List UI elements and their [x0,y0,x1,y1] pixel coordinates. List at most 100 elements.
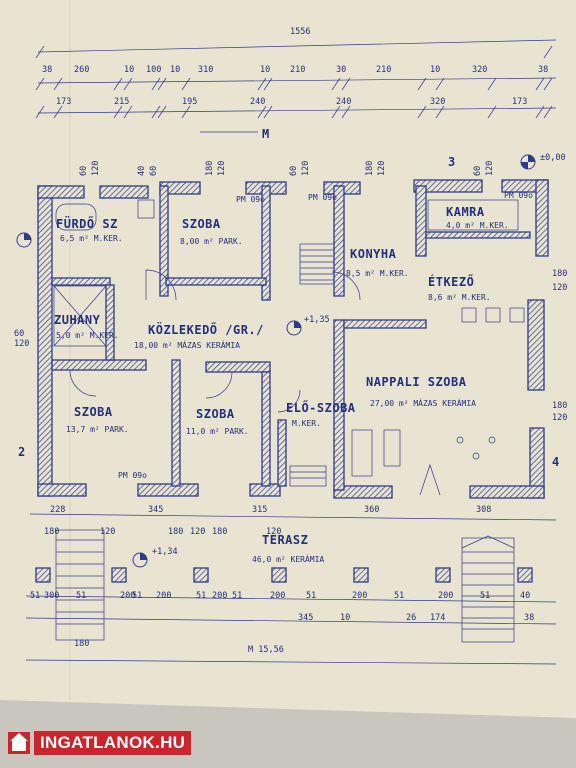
dim-bottom-main-0: 228 [50,505,65,515]
room-kamra: KAMRA 4,0 m² M.KER. [446,205,509,230]
dim-row1-9: 210 [376,65,391,75]
room-terasz: TERASZ 46,0 m² KERÁMIA [252,533,324,564]
terrace-post [111,567,127,583]
dim-height-top-4: 180 [205,161,215,176]
dim-terrace-8: 51 [232,591,242,601]
dim-terrace-3: 200 [120,591,135,601]
dim-height-top-2: 40 [137,166,147,176]
section-mark-m: M [262,127,270,141]
svg-text:8,6 m² M.KER.: 8,6 m² M.KER. [428,293,491,302]
level-main: ±0,00 [540,153,566,163]
dim-bottom-main-4: 308 [476,505,491,515]
room-kozlekedo: KÖZLEKEDŐ /GR./ 18,00 m² MÁZAS KERÁMIA [134,322,263,350]
room-szoba-middle: SZOBA 11,0 m² PARK. [186,407,249,436]
fixtures [53,199,525,487]
room-etkezo: ÉTKEZŐ 8,6 m² M.KER. [428,274,491,302]
dim-small-11: 180 [74,639,89,649]
terrace-post [271,567,287,583]
room-zuhany: ZUHANY 5,0 m² M.KER. [54,313,119,340]
room-eloszoba: ELŐ-SZOBA M.KER. [286,400,355,428]
pm-label-4: PM 09o [118,471,147,480]
dim-small-6: 345 [298,613,313,623]
dim-small-4: 180 [212,527,227,537]
svg-text:M.KER.: M.KER. [292,419,321,428]
dim-row1-5: 310 [198,65,213,75]
svg-text:KONYHA: KONYHA [350,247,397,261]
dim-small-1: 120 [100,527,115,537]
svg-text:SZOBA: SZOBA [74,405,113,419]
terrace-post [353,567,369,583]
dim-row1-7: 210 [290,65,305,75]
dim-small-9: 174 [430,613,445,623]
dim-height-top-9: 120 [377,161,387,176]
house-icon [8,732,30,754]
ingatlanok-watermark: INGATLANOK.HU [8,730,192,756]
dim-bottom-main-2: 315 [252,505,267,515]
dim-terrace-7: 200 [212,591,227,601]
svg-text:4,0 m² M.KER.: 4,0 m² M.KER. [446,221,509,230]
svg-text:13,7 m² PARK.: 13,7 m² PARK. [66,425,129,434]
dim-bottom-total: M 15,56 [248,645,284,655]
dim-height-top-1: 120 [91,161,101,176]
svg-text:8,00 m² PARK.: 8,00 m² PARK. [180,237,243,246]
level-marker-corridor [286,320,302,336]
dim-terrace-0: 51 [30,591,40,601]
dim-row1-11: 320 [472,65,487,75]
dim-right-2: 120 [552,283,567,293]
dim-terrace-2: 51 [76,591,86,601]
dim-small-10: 38 [524,613,534,623]
dim-terrace-15: 40 [520,591,530,601]
svg-text:ÉTKEZŐ: ÉTKEZŐ [428,274,474,289]
dim-height-top-10: 60 [473,166,483,176]
pm-label-1: PM 09o [236,195,265,204]
dim-height-top-11: 120 [485,161,495,176]
dim-terrace-5: 200 [156,591,171,601]
dim-row2-1: 215 [114,97,129,107]
dim-terrace-12: 51 [394,591,404,601]
dim-bottom-main-3: 360 [364,505,379,515]
level-marker-main [520,154,536,170]
terrace-post [435,567,451,583]
svg-text:27,00 m² MÁZAS KERÁMIA: 27,00 m² MÁZAS KERÁMIA [370,397,476,408]
section-mark-3: 3 [448,155,456,169]
stairs [299,243,335,285]
svg-text:NAPPALI SZOBA: NAPPALI SZOBA [366,375,467,389]
svg-text:6,5 m² M.KER.: 6,5 m² M.KER. [60,234,123,243]
dim-small-3: 120 [190,527,205,537]
dim-small-8: 26 [406,613,416,623]
dim-terrace-4: 51 [132,591,142,601]
section-mark-2: 2 [18,445,26,459]
top-dimensions [35,39,557,119]
dim-terrace-13: 200 [438,591,453,601]
dim-left-1: 60 [14,329,24,339]
svg-text:5,0 m² M.KER.: 5,0 m² M.KER. [56,331,119,340]
level-marker-terrace [132,552,148,568]
dim-terrace-6: 51 [196,591,206,601]
pm-label-2: PM 09o [308,193,337,202]
level-corridor: +1,35 [304,315,330,325]
level-terrace: +1,34 [152,547,178,557]
dim-right-4: 120 [552,413,567,423]
svg-text:11,0 m² PARK.: 11,0 m² PARK. [186,427,249,436]
section-mark-4: 4 [552,455,560,469]
svg-text:ZUHANY: ZUHANY [54,313,101,327]
dim-row2-2: 195 [182,97,197,107]
dim-height-top-3: 60 [149,166,159,176]
dim-row1-12: 38 [538,65,548,75]
dim-right-3: 180 [552,401,567,411]
dim-row1-4: 10 [170,65,180,75]
dim-row2-4: 240 [336,97,351,107]
dim-row1-2: 10 [124,65,134,75]
room-konyha: KONYHA 8,5 m² M.KER. [346,247,409,278]
dim-row1-1: 260 [74,65,89,75]
dim-height-top-7: 120 [301,161,311,176]
terrace [55,529,515,643]
dim-terrace-1: 300 [44,591,59,601]
walls [37,179,549,499]
terrace-post [35,567,51,583]
door-swings [69,269,441,496]
dim-row2-3: 240 [250,97,265,107]
svg-text:SZOBA: SZOBA [182,217,221,231]
dim-terrace-10: 51 [306,591,316,601]
